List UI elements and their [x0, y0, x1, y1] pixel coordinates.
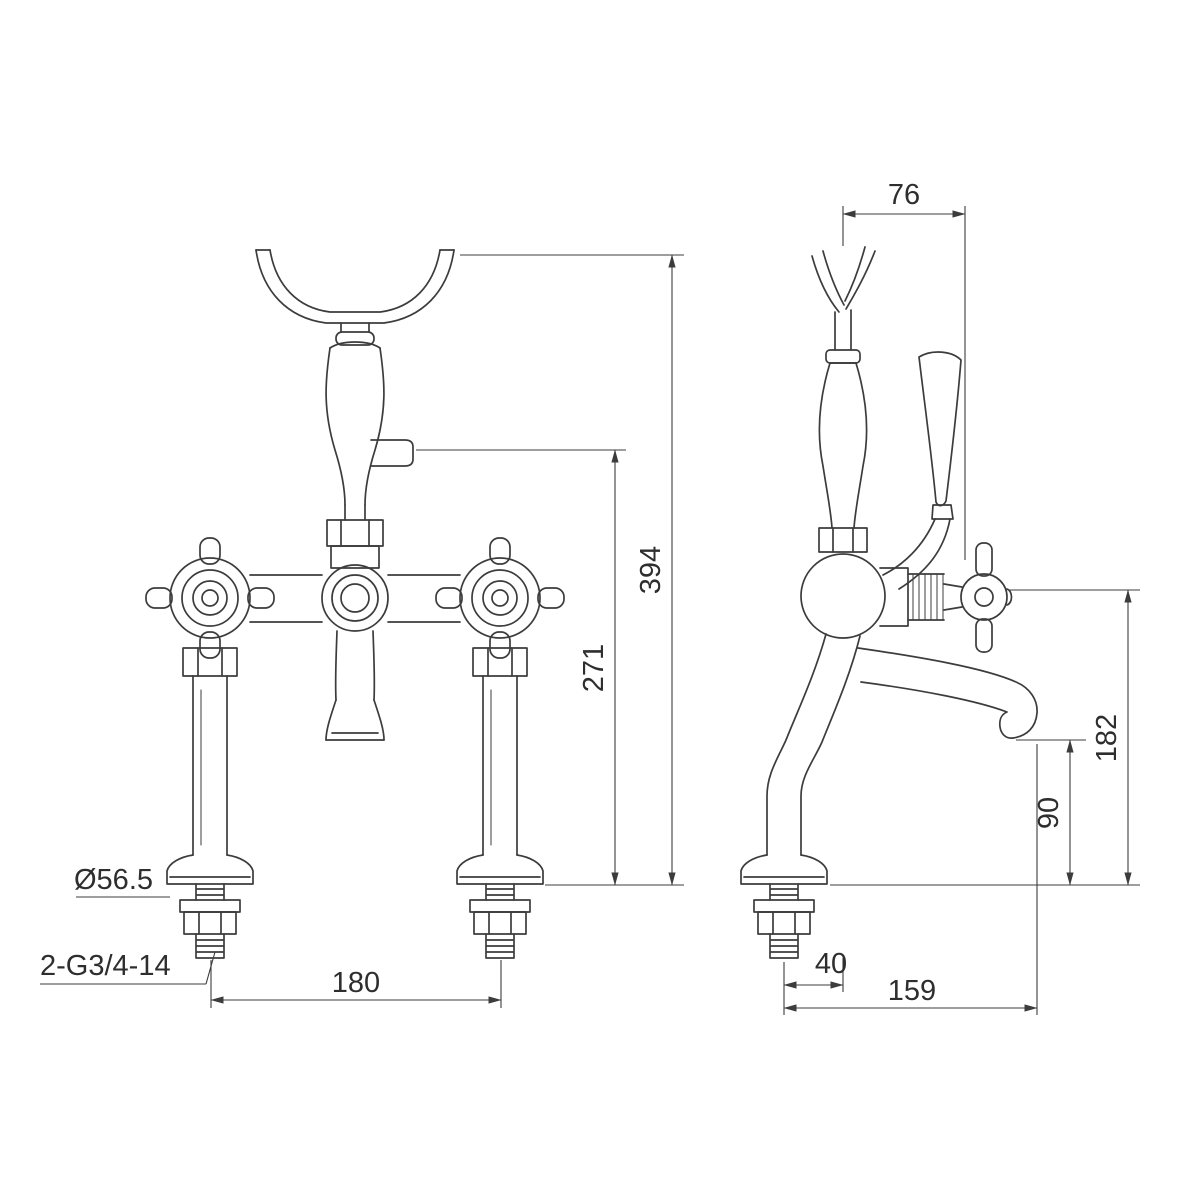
- inlet-pipe-side: [740, 633, 861, 959]
- dim-spout-clearance: 90: [1016, 739, 1086, 886]
- left-leg: [166, 647, 254, 959]
- dim-top-width: 76: [842, 179, 966, 560]
- dim-label-handle-height: 182: [1091, 714, 1123, 762]
- spout: [857, 647, 1038, 739]
- dim-flange-diameter: Ø56.5: [74, 864, 170, 898]
- front-view: [145, 249, 565, 959]
- dim-inlet-centres: 180: [210, 960, 502, 1008]
- right-leg: [456, 647, 544, 959]
- dim-label-body-offset: 40: [815, 948, 847, 980]
- cradle-fork-side: [811, 246, 876, 364]
- dim-label-overall-height: 394: [635, 546, 667, 594]
- dim-overall-depth: 159: [783, 744, 1038, 1015]
- dim-label-inlet-centres: 180: [332, 967, 380, 999]
- handset-cradle: [255, 249, 455, 346]
- valve-body-side: [800, 553, 886, 639]
- cross-handle-right: [435, 537, 565, 659]
- dim-body-offset: 40: [783, 948, 847, 1015]
- cross-handle-left: [145, 537, 275, 659]
- dim-label-flange-diameter: Ø56.5: [74, 864, 153, 896]
- dim-inlet-thread: 2-G3/4-14: [40, 950, 216, 985]
- dim-label-overall-depth: 159: [888, 975, 936, 1007]
- dim-diverter-height: 271: [416, 449, 626, 886]
- dim-label-top-width: 76: [888, 179, 920, 211]
- dim-label-inlet-thread: 2-G3/4-14: [40, 950, 171, 982]
- dim-handle-height: 182: [830, 589, 1140, 886]
- diverter-outlet: [325, 630, 385, 741]
- side-view: [740, 246, 1038, 959]
- lever-handle-side: [882, 351, 962, 590]
- dimension-annotations: 76 394 271 182 90 Ø56.5 2-G3: [40, 179, 1140, 1015]
- diverter-lever: [325, 341, 414, 569]
- diverter-knob: [370, 439, 414, 467]
- cross-handle-side: [879, 542, 1013, 653]
- diverter-lever-side: [818, 362, 868, 553]
- dim-label-spout-clearance: 90: [1033, 797, 1065, 829]
- valve-body-front: [249, 564, 461, 632]
- dim-label-diverter-height: 271: [578, 644, 610, 692]
- dim-overall-height: 394: [460, 254, 684, 886]
